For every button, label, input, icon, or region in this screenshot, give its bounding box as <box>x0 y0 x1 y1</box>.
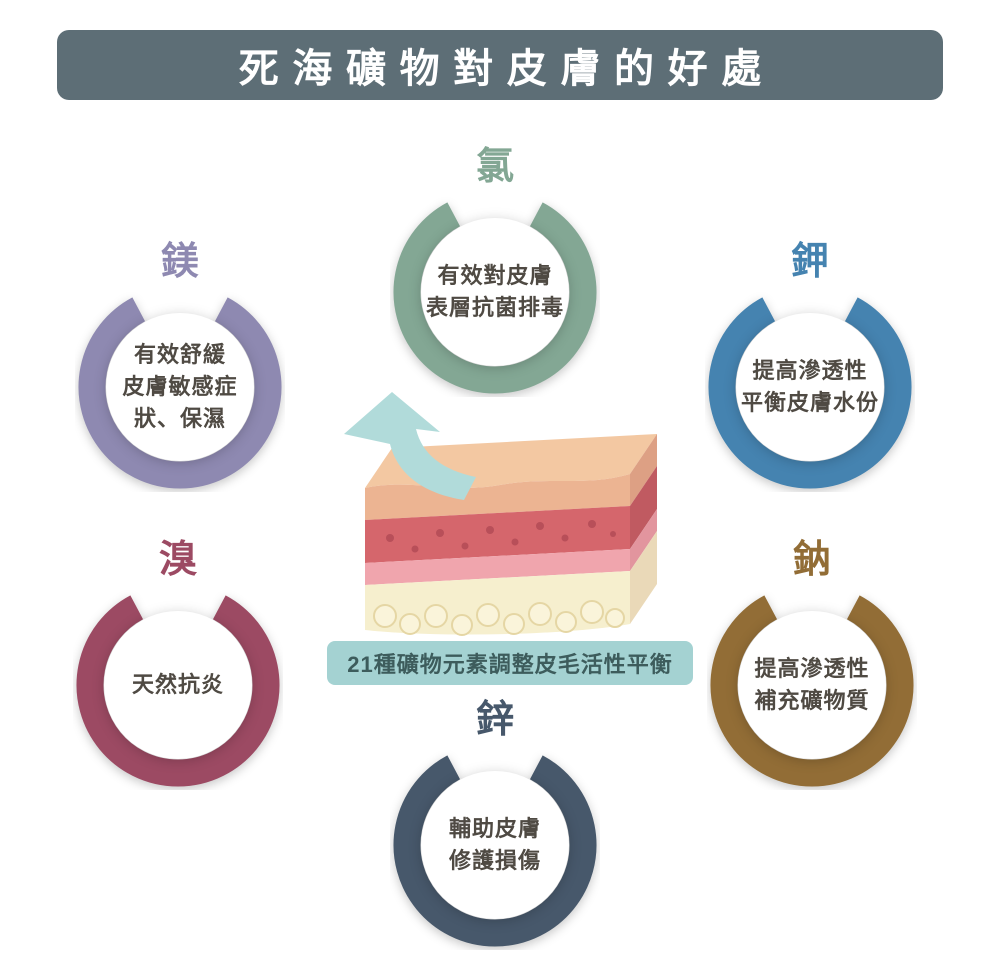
zinc-symbol: 鋅 <box>475 699 514 741</box>
ring-arc <box>710 595 914 787</box>
potassium-ring <box>708 297 912 489</box>
bromine-symbol: 溴 <box>158 539 197 581</box>
mineral-chlorine: 氯 有效對皮膚 表層抗菌排毒 <box>390 145 600 397</box>
chlorine-ring <box>393 202 597 394</box>
ring-arc <box>393 755 597 947</box>
mineral-zinc: 鋅 輔助皮膚 修護損傷 <box>390 698 600 950</box>
fat-cells <box>373 600 625 636</box>
benefit-line: 提高滲透性 <box>754 656 870 682</box>
ring-arc <box>393 202 597 394</box>
benefit-line: 補充礦物質 <box>754 688 870 713</box>
sodium-benefit-text: 提高滲透性 補充礦物質 <box>707 580 917 790</box>
title-banner: 死海礦物對皮膚的好處 <box>57 30 943 100</box>
skin-side-dermis <box>630 466 657 549</box>
dermis-dots <box>386 520 616 553</box>
potassium-symbol: 鉀 <box>790 241 829 283</box>
benefit-line: 提高滲透性 <box>752 358 868 384</box>
skin-side-fat <box>630 531 657 624</box>
benefit-line: 狀、保濕 <box>133 405 226 431</box>
chlorine-benefit-text: 有效對皮膚 表層抗菌排毒 <box>390 187 600 397</box>
ring-inner-circle <box>421 771 569 919</box>
caption-text: 21種礦物元素調整皮毛活性平衡 <box>347 652 673 677</box>
skin-dermis-layer <box>365 506 630 563</box>
benefit-line: 修護損傷 <box>448 848 541 873</box>
skin-layers-illustration <box>344 392 657 636</box>
benefit-line: 平衡皮膚水份 <box>740 390 879 415</box>
sodium-symbol: 鈉 <box>792 539 831 581</box>
magnesium-benefit-text: 有效舒緩 皮膚敏感症 狀、保濕 <box>75 282 285 492</box>
skin-side-hypodermis <box>630 509 657 571</box>
ring-arc <box>76 595 280 787</box>
benefit-line: 輔助皮膚 <box>448 816 541 842</box>
zinc-benefit-text: 輔助皮膚 修護損傷 <box>390 740 600 950</box>
benefit-line: 天然抗炎 <box>131 672 224 698</box>
mineral-potassium: 鉀 提高滲透性 平衡皮膚水份 <box>705 240 915 492</box>
caption-pill: 21種礦物元素調整皮毛活性平衡 <box>327 641 693 685</box>
chlorine-symbol: 氯 <box>475 146 514 188</box>
benefit-line: 有效對皮膚 <box>437 263 553 289</box>
skin-side-epidermis <box>630 434 657 506</box>
sodium-ring <box>710 595 914 787</box>
ring-inner-circle <box>736 313 884 461</box>
ring-inner-circle <box>106 313 254 461</box>
benefit-line: 皮膚敏感症 <box>122 374 238 400</box>
potassium-benefit-text: 提高滲透性 平衡皮膚水份 <box>705 282 915 492</box>
benefit-line: 有效舒緩 <box>133 342 226 368</box>
magnesium-ring <box>78 297 282 489</box>
page-title: 死海礦物對皮膚的好處 <box>238 47 775 91</box>
up-arrow-icon <box>344 392 476 500</box>
mineral-magnesium: 鎂 有效舒緩 皮膚敏感症 狀、保濕 <box>75 240 285 492</box>
bromine-ring <box>76 595 280 787</box>
bromine-benefit-text: 天然抗炎 <box>73 580 283 790</box>
benefit-line: 表層抗菌排毒 <box>425 295 564 320</box>
ring-inner-circle <box>421 218 569 366</box>
mineral-bromine: 溴 天然抗炎 <box>73 538 283 790</box>
ring-inner-circle <box>738 611 886 759</box>
skin-pink-layer <box>365 549 630 585</box>
ring-arc <box>78 297 282 489</box>
zinc-ring <box>393 755 597 947</box>
magnesium-symbol: 鎂 <box>160 241 199 283</box>
skin-epidermis-layer <box>365 474 630 520</box>
ring-inner-circle <box>104 611 252 759</box>
ring-arc <box>708 297 912 489</box>
mineral-sodium: 鈉 提高滲透性 補充礦物質 <box>707 538 917 790</box>
